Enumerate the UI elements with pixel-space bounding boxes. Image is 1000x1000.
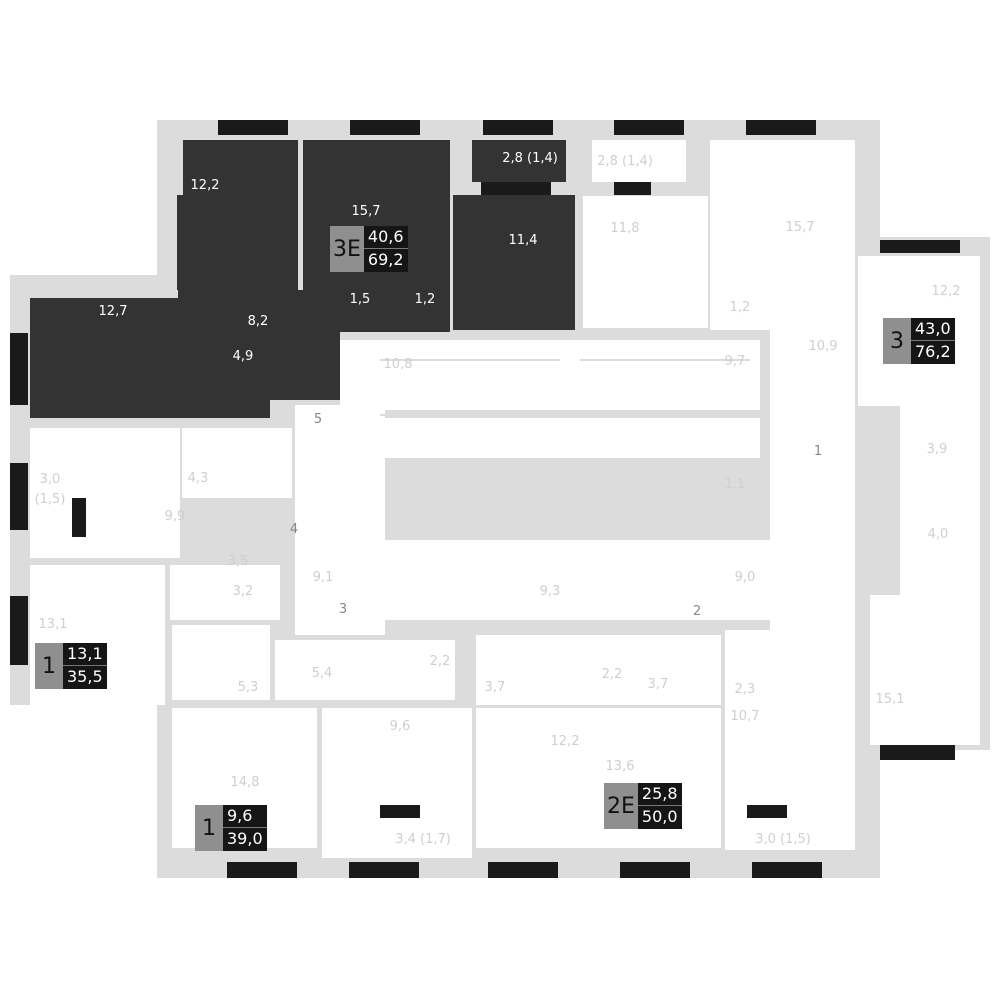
room-area: 2,8 (1,4) [597,153,653,169]
room-area: 1,1 [724,476,746,492]
room-area: 10,8 [383,356,413,372]
window [349,862,419,878]
rooms [30,140,980,858]
total-area: 76,2 [915,342,951,361]
room-area: 9,6 [389,718,411,734]
room-area: 1,5 [349,291,371,307]
window [880,240,960,253]
room-area: (1,5) [34,491,66,507]
room-area: 15,7 [351,203,381,219]
living-area: 43,0 [911,318,955,341]
room-area: 10,9 [808,338,838,354]
window [747,805,787,818]
room-area: 1,2 [729,299,751,315]
room-area: 12,2 [550,733,580,749]
total-area: 69,2 [367,250,404,269]
room-number: 4 [289,521,299,537]
core-lines [380,359,750,528]
window [746,120,816,135]
room-area: 4,0 [927,526,949,542]
apartment-type: 1 [35,643,63,689]
room-area: 5,3 [237,679,259,695]
window [483,120,553,135]
living-area: 9,6 [223,805,267,828]
room-area: 9,9 [164,508,186,524]
room-area: 2,2 [429,653,451,669]
room-number: 2 [692,603,702,619]
window [488,862,558,878]
room-area: 2,3 [734,681,756,697]
window [880,745,955,760]
window [72,498,86,537]
total-area: 39,0 [227,829,263,848]
window [10,333,28,405]
room-area: 14,8 [230,774,260,790]
room-area: 12,7 [98,303,128,319]
window [218,120,288,135]
room-area: 3,4 (1,7) [395,831,451,847]
room-area: 9,1 [312,569,334,585]
room-number: 3 [338,601,348,617]
room-area: 11,4 [508,232,538,248]
apartment-type: 2Е [604,783,638,829]
room-area: 3,9 [926,441,948,457]
window [752,862,822,878]
room-area: 15,7 [785,219,815,235]
room-area: 13,1 [38,616,68,632]
room-area: 13,6 [605,758,635,774]
room-area: 3,7 [647,676,669,692]
apartment-type: 3Е [330,226,364,272]
room-area: 3,2 [232,583,254,599]
room-area: 5,4 [311,665,333,681]
room-area: 9,3 [539,583,561,599]
room-area: 8,2 [247,313,269,329]
room-area: 2,2 [601,666,623,682]
apartment-type: 1 [195,805,223,851]
living-area: 25,8 [637,783,682,806]
window [10,596,28,665]
window [350,120,420,135]
window [620,862,690,878]
window [227,862,297,878]
window [481,182,551,195]
living-area: 13,1 [63,643,107,666]
room-number: 1 [813,443,823,459]
apartment-type: 3 [883,318,911,364]
room-area: 11,8 [610,220,640,236]
room-area: 3,0 (1,5) [755,831,811,847]
room-area: 3,7 [484,679,506,695]
room-area: 10,7 [730,708,760,724]
room-area: 9,7 [724,353,746,369]
room-area: 12,2 [931,283,961,299]
total-area: 50,0 [641,807,678,826]
room-area: 9,0 [734,569,756,585]
room-area: 3,5 [227,553,249,569]
living-area: 40,6 [363,226,408,249]
room-area: 4,3 [187,470,209,486]
window [10,463,28,530]
total-area: 35,5 [67,667,103,686]
room-area: 12,2 [190,177,220,193]
room-area: 2,8 (1,4) [502,150,558,166]
windows [10,120,960,878]
room-area: 4,9 [232,348,254,364]
room-area: 3,0 [39,471,61,487]
room-area: 15,1 [875,691,905,707]
room-area: 1,2 [414,291,436,307]
window [380,805,420,818]
room-number: 5 [313,411,323,427]
window [614,120,684,135]
window [614,182,651,195]
